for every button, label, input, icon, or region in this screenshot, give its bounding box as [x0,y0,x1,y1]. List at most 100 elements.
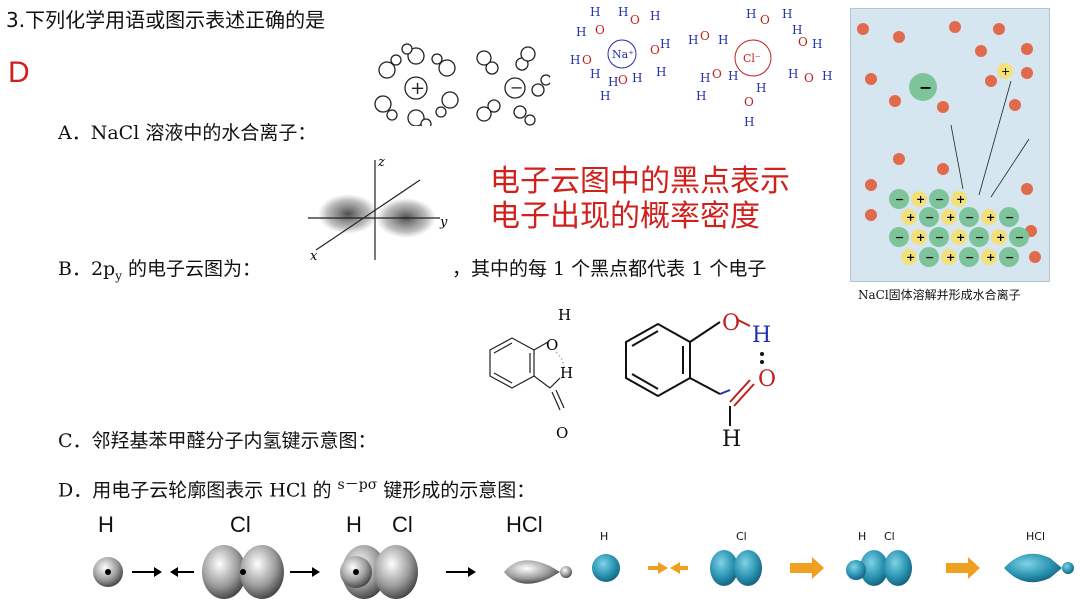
svg-text:H: H [822,69,832,83]
svg-text:O: O [804,71,814,85]
svg-text:−: − [1015,231,1024,244]
small-label-hcl: HCl [1026,530,1046,543]
svg-text:+: + [946,211,955,224]
option-d-text: D．用电子云轮廓图表示 HCl 的 s－pσ 键形成的示意图： [58,477,536,502]
svg-text:O: O [700,29,710,43]
svg-text:+: + [1001,65,1010,78]
svg-text:H: H [650,9,660,23]
option-a-text: A．NaCl 溶液中的水合离子： [58,122,317,144]
svg-text:O: O [546,336,558,354]
svg-text:−: − [925,211,934,224]
small-label-h: H [600,530,609,543]
label-h-2: H [346,512,362,537]
svg-text:H: H [788,67,798,81]
na-ion-label: Na⁺ [612,48,634,61]
svg-text:H: H [812,37,822,51]
svg-text:O: O [650,43,660,57]
svg-text:−: − [895,193,904,206]
svg-text:+: + [410,78,425,99]
hydrogen-bond-structure: O H O H H [625,311,776,448]
svg-text:−: − [510,78,523,97]
label-h: H [98,512,114,537]
svg-text:H: H [618,5,628,19]
svg-text:+: + [916,193,925,206]
svg-text:+: + [946,251,955,264]
svg-text:H: H [570,53,580,67]
svg-text:−: − [919,78,932,97]
small-label-cl: Cl [736,530,747,543]
answer-letter: D [8,56,30,89]
svg-text:+: + [986,251,995,264]
svg-text:H: H [752,323,771,348]
hydrated-ion-sketch: + − [374,43,550,126]
svg-text:H: H [722,427,741,448]
svg-text:H: H [590,67,600,81]
svg-text:+: + [956,231,965,244]
color-orbital-diagram [592,550,1074,586]
option-b-suffix: ，其中的每 1 个黑点都代表 1 个电子 [452,258,767,280]
nacl-dissolution-illustration: − + −+−+ +−+− +− −+−+ −+− +−+− +− [857,21,1041,267]
svg-text:O: O [798,35,808,49]
svg-text:H: H [782,7,792,21]
svg-text:H: H [756,81,766,95]
svg-text:H: H [590,5,600,19]
svg-text:O: O [618,73,628,87]
small-label-h-2: H [858,530,867,543]
svg-text:H: H [728,69,738,83]
gray-orbital-diagram [93,545,572,599]
option-c-text: C．邻羟基苯甲醛分子内氢键示意图： [58,430,377,452]
small-label-cl-2: Cl [884,530,895,543]
hydrated-ion-diagram: Na⁺ H O H H O H O H H H O H H O H H Cl⁻ … [570,5,832,129]
svg-text:H: H [656,65,666,79]
svg-text:O: O [758,367,776,392]
svg-text:H: H [560,364,573,382]
svg-text:−: − [975,231,984,244]
svg-text:−: − [965,211,974,224]
label-hcl: HCl [506,512,543,537]
svg-text:H: H [600,89,610,103]
svg-text:H: H [576,25,586,39]
svg-text:+: + [986,211,995,224]
svg-text:O: O [630,13,640,27]
svg-text:H: H [792,23,802,37]
cl-ion-label: Cl⁻ [743,52,761,65]
svg-text:H: H [718,33,728,47]
svg-text:H: H [660,37,670,51]
svg-text:x: x [310,249,318,264]
svg-text:O: O [760,13,770,27]
svg-text:O: O [712,67,722,81]
svg-text:H: H [744,115,754,129]
annotation-text: 电子云图中的黑点表示 电子出现的概率密度 [490,164,790,234]
svg-text:H: H [608,75,618,89]
svg-text:H: H [696,89,706,103]
svg-text:H: H [632,71,642,85]
annotation-line-2: 电子出现的概率密度 [490,199,760,234]
annotation-line-1: 电子云图中的黑点表示 [490,164,790,199]
question-title: 3.下列化学用语或图示表述正确的是 [6,8,326,32]
nacl-dissolution-panel: − + −+−+ +−+− +− −+−+ −+− +−+− +− [850,8,1050,282]
svg-text:z: z [377,156,385,170]
label-cl-2: Cl [392,512,413,537]
svg-text:O: O [595,23,605,37]
svg-text:−: − [1005,211,1014,224]
svg-text:+: + [956,193,965,206]
salicylaldehyde-sketch: O H H O [489,306,573,440]
svg-text:H: H [746,7,756,21]
svg-text:+: + [996,231,1005,244]
svg-text:O: O [744,95,754,109]
svg-text:−: − [965,251,974,264]
svg-text:O: O [556,424,568,440]
svg-text:−: − [935,193,944,206]
option-b-text: B．2py 的电子云图为： [58,258,262,283]
svg-text:y: y [439,215,448,230]
svg-text:−: − [935,231,944,244]
panel-caption: NaCl固体溶解并形成水合离子 [858,288,1021,302]
svg-text:+: + [916,231,925,244]
svg-text:O: O [722,311,740,336]
svg-text:−: − [1005,251,1014,264]
svg-text:H: H [688,33,698,47]
svg-text:−: − [925,251,934,264]
label-cl: Cl [230,512,251,537]
svg-text:H: H [700,71,710,85]
p-orbital-cloud: z y x [308,156,448,264]
